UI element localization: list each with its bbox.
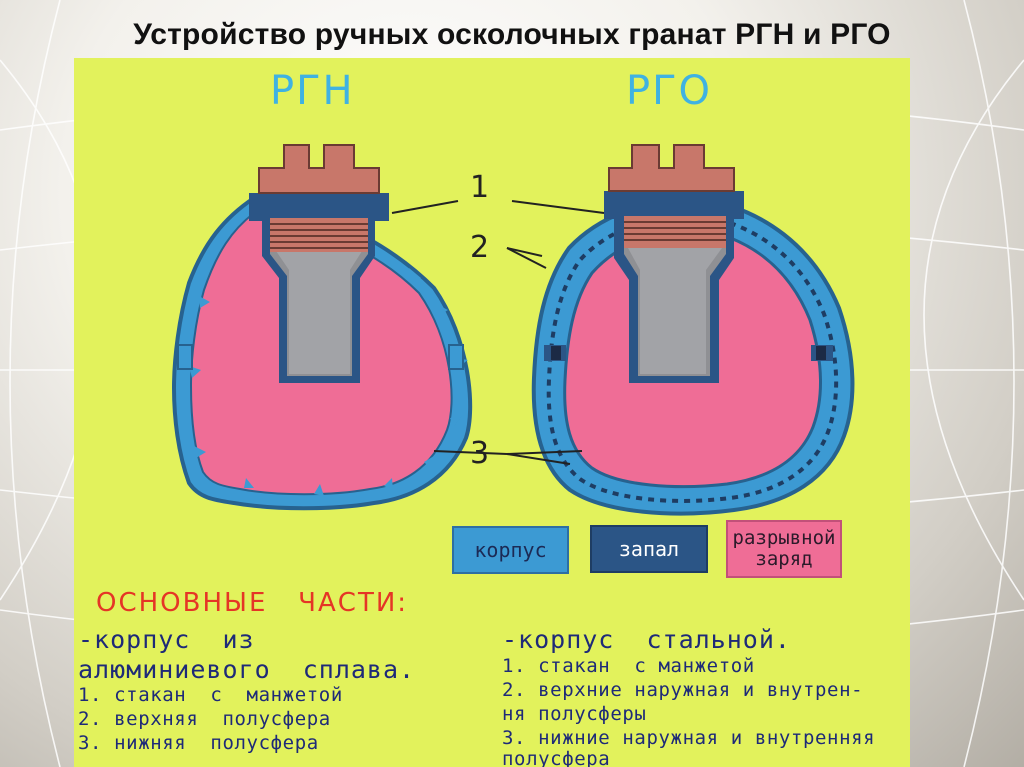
callout-lines xyxy=(391,200,605,465)
rgn-grenade xyxy=(171,144,473,511)
legend-body: корпус xyxy=(452,526,569,574)
rgo-part-1: 1. стакан с манжетой xyxy=(502,655,755,677)
callout-3: 3 xyxy=(470,436,490,471)
legend-charge-line2: заряд xyxy=(755,548,813,570)
rgo-body-line1: -корпус стальной. xyxy=(502,625,791,654)
rgo-part-2-cont: ня полусферы xyxy=(502,703,647,725)
legend-charge: разрывной заряд xyxy=(726,520,842,578)
rgo-part-2: 2. верхние наружная и внутрен- xyxy=(502,679,864,701)
rgn-cap xyxy=(258,144,380,194)
rgo-fuze xyxy=(604,191,744,383)
rgn-part-3: 3. нижняя полусфера xyxy=(78,732,319,754)
rgn-fuze xyxy=(249,193,389,383)
callout-1: 1 xyxy=(470,170,490,205)
label-rgn: РГН xyxy=(270,68,355,114)
parts-heading: ОСНОВНЫЕ ЧАСТИ: xyxy=(96,588,409,618)
legend-charge-line1: разрывной xyxy=(732,527,836,549)
rgo-cap xyxy=(608,144,735,192)
rgn-part-2: 2. верхняя полусфера xyxy=(78,708,331,730)
rgn-body-line1: -корпус из xyxy=(78,625,255,654)
slide-title: Устройство ручных осколочных гранат РГН … xyxy=(133,18,891,51)
rgn-body-line2: алюминиевого сплава. xyxy=(78,655,416,684)
rgo-part-3-cont: полусфера xyxy=(502,748,611,767)
legend-fuze: запал xyxy=(590,525,708,573)
rgo-part-3: 3. нижние наружная и внутренняя xyxy=(502,727,876,749)
diagram-panel: РГН РГО 1 2 3 корпус запал разрывной зар… xyxy=(74,58,910,767)
rgn-part-1: 1. стакан с манжетой xyxy=(78,684,343,706)
grenade-diagram xyxy=(171,144,855,516)
rgo-grenade xyxy=(531,144,855,516)
callout-2: 2 xyxy=(470,230,490,265)
label-rgo: РГО xyxy=(626,68,712,114)
